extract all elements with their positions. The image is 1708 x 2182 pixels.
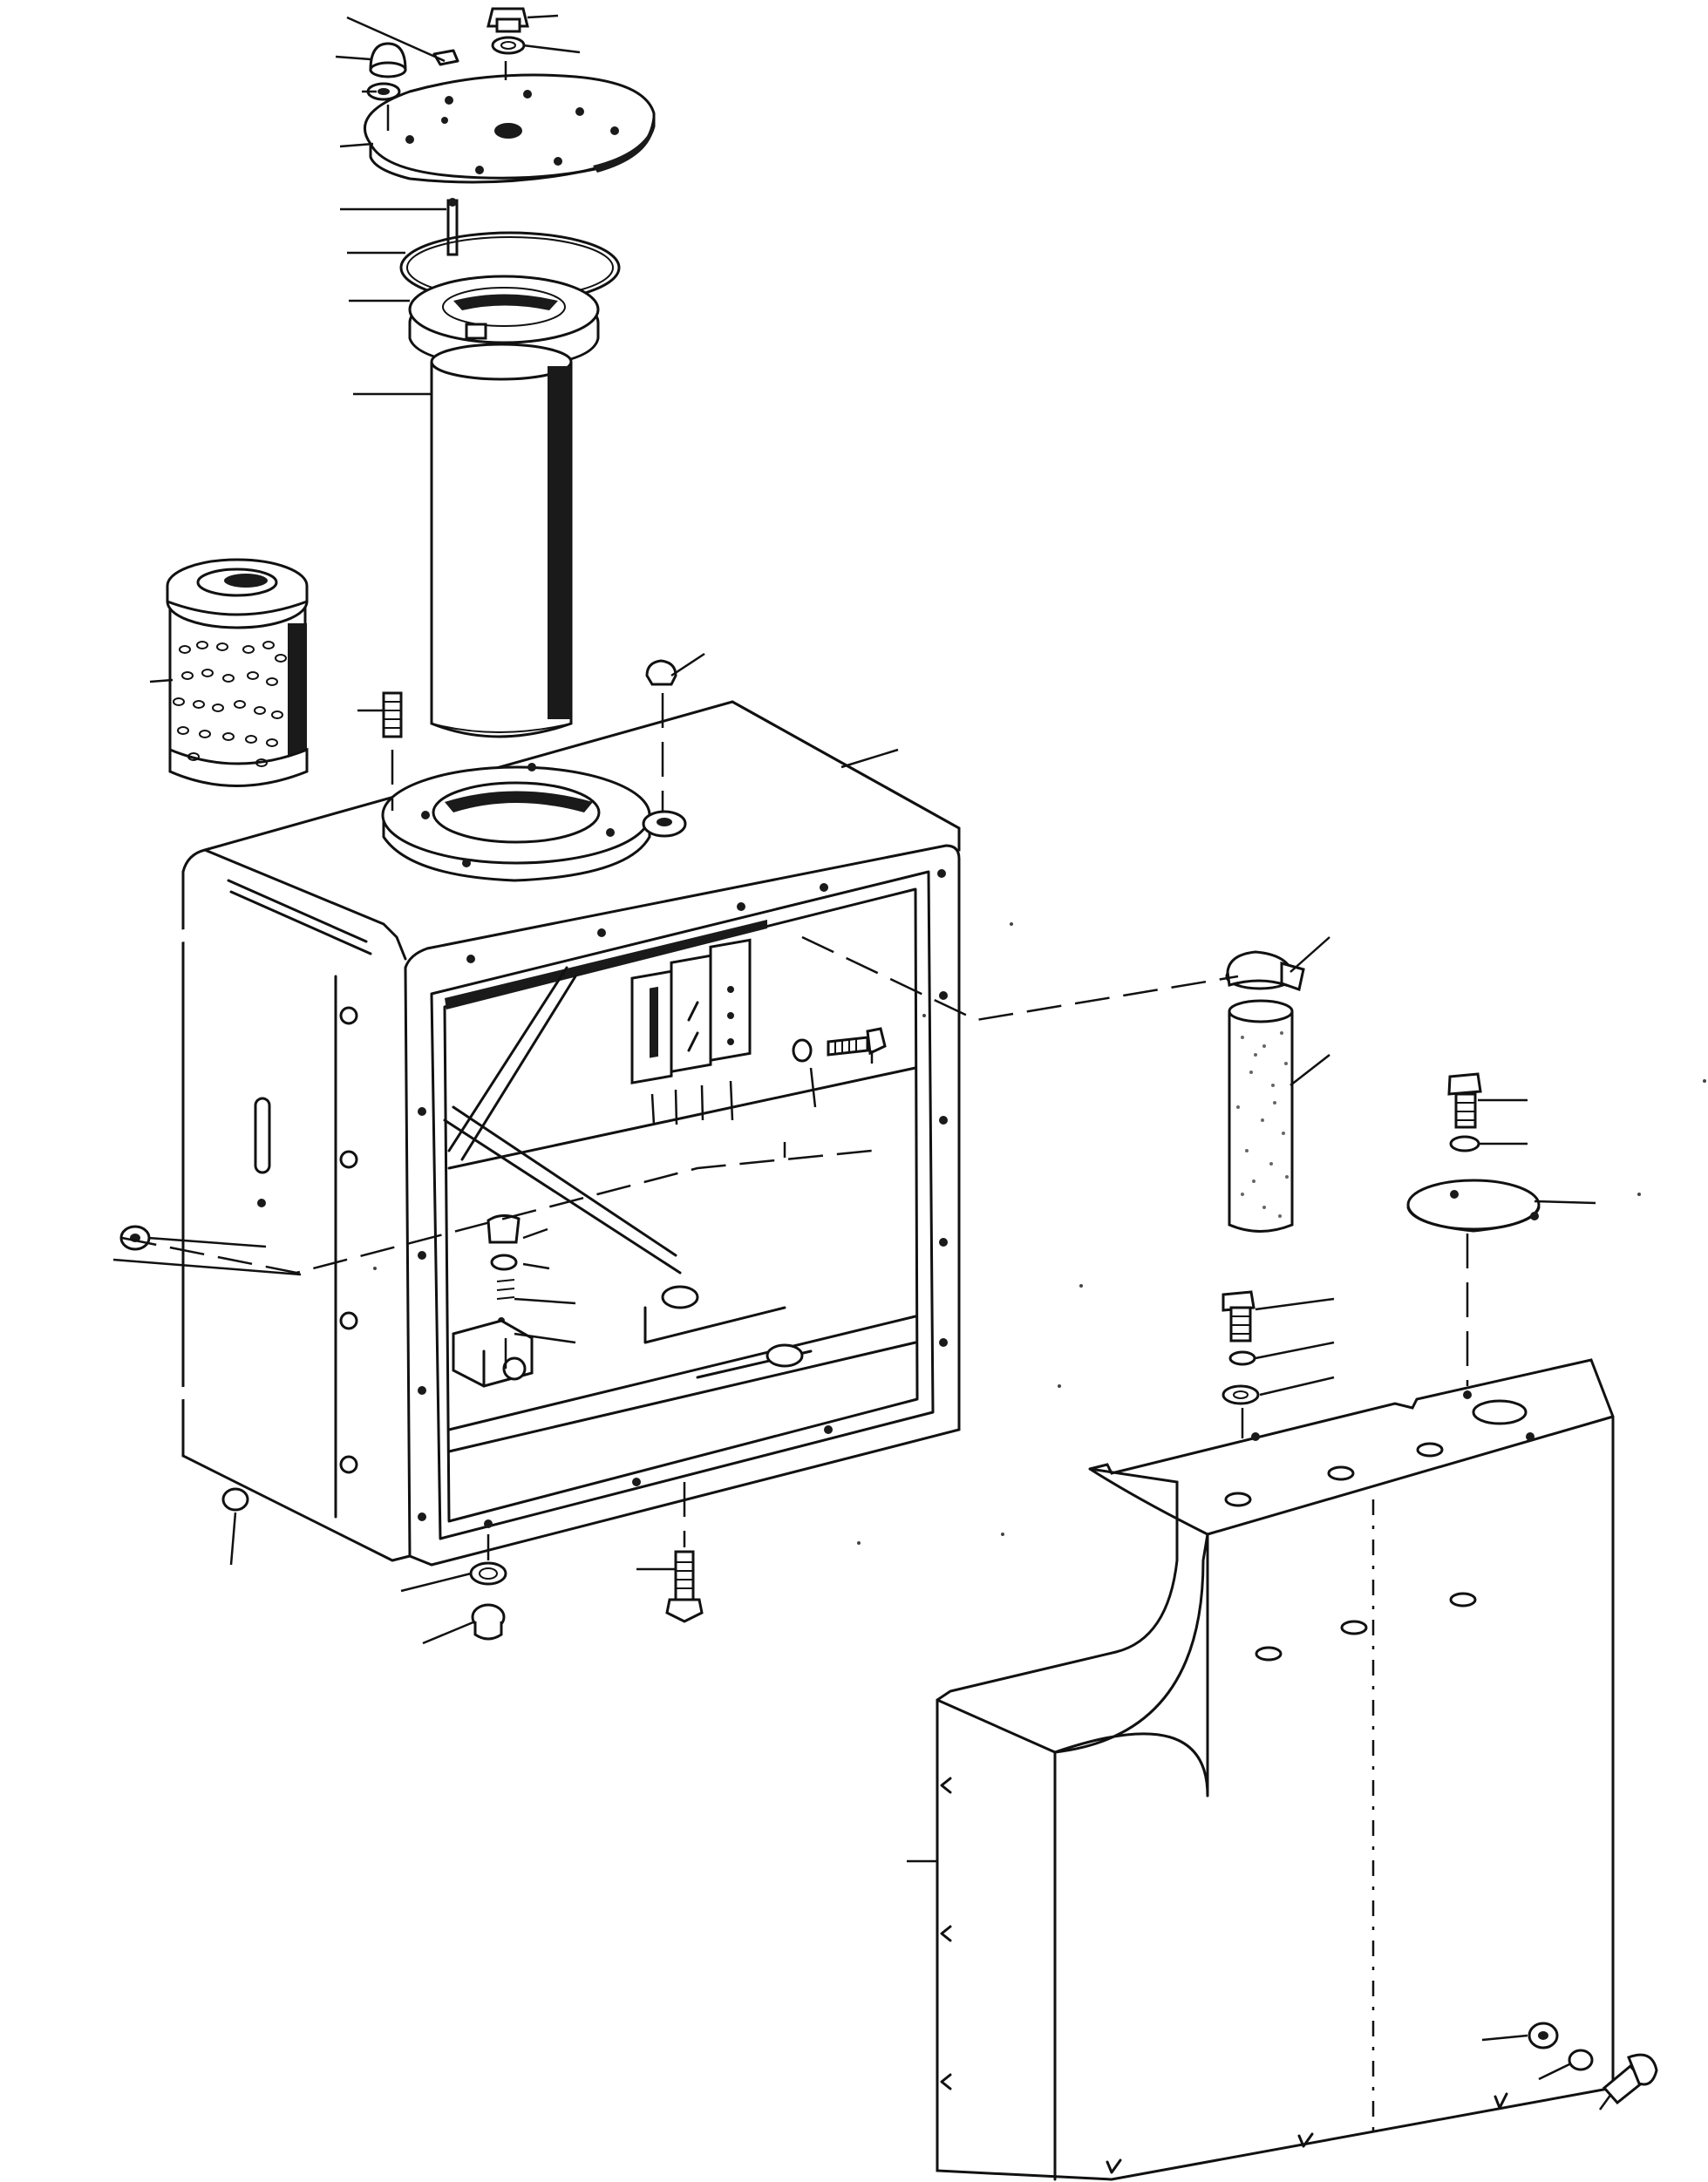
pin (446, 198, 459, 256)
assembly-lines (121, 61, 1469, 2136)
internal-plugs (661, 1285, 804, 1368)
filler-tube (430, 343, 573, 738)
lock-washer-top (491, 36, 526, 55)
cap-screw-top (487, 7, 529, 33)
tank-guard (936, 1358, 1615, 2181)
breather-cap (645, 659, 677, 686)
access-cover-washer (1449, 1135, 1480, 1152)
drain-plug (471, 1603, 506, 1641)
access-cover-bolt (1447, 1072, 1482, 1129)
handle-upper (99, 927, 207, 1118)
side-plug-lower (221, 1487, 249, 1512)
internal-block (452, 1319, 534, 1388)
strainer-holes (173, 641, 287, 767)
cover-plate (363, 73, 656, 184)
mount-lock-washer (1228, 1350, 1256, 1366)
hose-tube (1228, 999, 1294, 1233)
guard-bolt (1602, 2053, 1658, 2105)
guard-washer (1528, 2022, 1559, 2049)
side-plug-bolt (792, 1027, 887, 1063)
bracket-bolt (487, 1214, 521, 1324)
drain-washer (469, 1561, 507, 1586)
clip (432, 49, 459, 66)
stud (382, 691, 403, 738)
strainer-element (166, 558, 309, 787)
hose-texture (1236, 1031, 1289, 1218)
frame-holes (418, 869, 948, 1528)
dome-nut (369, 42, 407, 78)
mount-flat-washer (1221, 1384, 1260, 1405)
leader-lines (112, 14, 1613, 2111)
handle-lower (107, 1284, 215, 1403)
specks (373, 922, 1706, 1545)
sight-gauge-assembly (630, 938, 752, 1084)
side-gauge-slot (254, 1006, 358, 1474)
hose-clamp (1225, 950, 1305, 991)
tank-body (181, 700, 961, 1567)
bottom-bolt (665, 1550, 704, 1623)
mount-bolt (1221, 1290, 1255, 1343)
flange-ring (381, 763, 687, 882)
access-cover (1406, 1179, 1541, 1233)
guard-lock-washer (1568, 2049, 1594, 2071)
